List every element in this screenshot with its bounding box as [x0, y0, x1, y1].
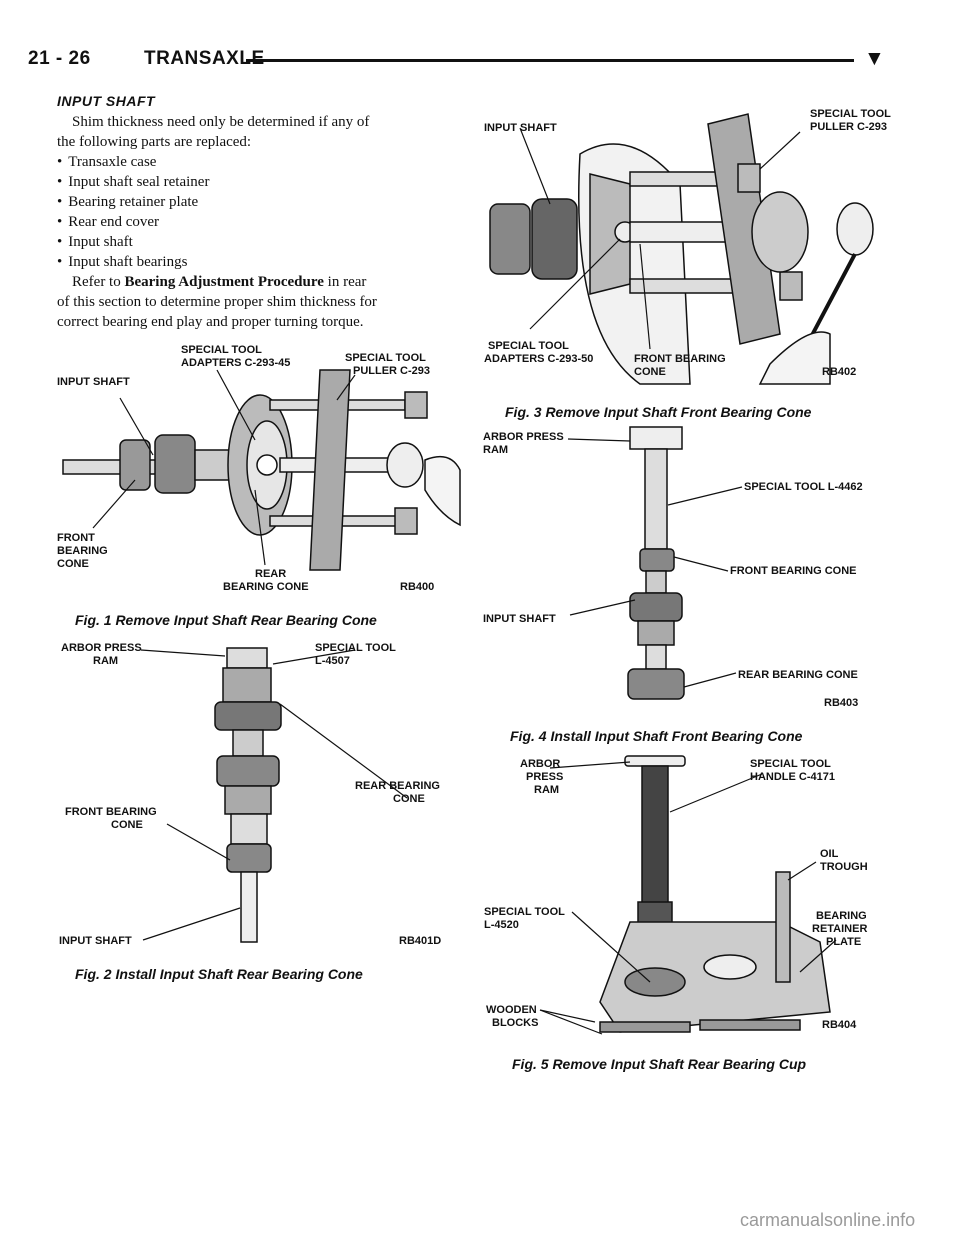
- refer-line: Refer to Bearing Adjustment Procedure in…: [72, 274, 367, 290]
- bullet-icon: •: [57, 194, 63, 210]
- label-rear: REAR: [255, 568, 287, 580]
- label-front-bearing: FRONT BEARING: [634, 353, 726, 365]
- label-oil-trough: TROUGH: [820, 861, 868, 873]
- figure-4: ARBOR PRESS RAM SPECIAL TOOL L-4462 FRON…: [480, 425, 905, 715]
- label-front: BEARING: [57, 545, 108, 557]
- label-special-tool: SPECIAL TOOL: [345, 352, 426, 364]
- figure-4-caption: Fig. 4 Install Input Shaft Front Bearing…: [510, 728, 803, 744]
- figure-1: INPUT SHAFT SPECIAL TOOL ADAPTERS C-293-…: [55, 340, 465, 600]
- label-ram: RAM: [534, 784, 560, 796]
- figure-5-illustration: [539, 755, 837, 1035]
- bullet-list: •Transaxle case •Input shaft seal retain…: [57, 152, 457, 272]
- section-heading: INPUT SHAFT: [57, 93, 156, 109]
- label-adapters: ADAPTERS C-293-45: [181, 357, 291, 369]
- label-front: FRONT: [57, 532, 95, 544]
- page-number: 21 - 26: [28, 48, 91, 69]
- label-bearing-retainer-plate: RETAINER: [812, 923, 868, 935]
- figure-code: RB404: [822, 1019, 857, 1031]
- label-arbor: ARBOR: [520, 758, 561, 770]
- figure-3: INPUT SHAFT SPECIAL TOOL PULLER C-293 SP…: [480, 84, 905, 394]
- refer-line: correct bearing end play and proper turn…: [57, 314, 364, 330]
- label-special-tool: SPECIAL TOOL: [750, 758, 831, 770]
- list-item: •Rear end cover: [57, 214, 160, 230]
- label-front: CONE: [57, 558, 89, 570]
- label-input-shaft: INPUT SHAFT: [57, 376, 130, 388]
- figure-5: ARBOR PRESS RAM SPECIAL TOOL HANDLE C-41…: [480, 752, 905, 1042]
- list-item: •Input shaft seal retainer: [57, 174, 210, 190]
- label-wooden-blocks: WOODEN: [486, 1004, 537, 1016]
- figure-code: RB402: [822, 366, 857, 378]
- figure-3-illustration: [489, 113, 874, 385]
- label-special-tool: SPECIAL TOOL: [181, 344, 262, 356]
- watermark: carmanualsonline.info: [740, 1210, 916, 1230]
- label-special-tool: SPECIAL TOOL L-4462: [744, 481, 863, 493]
- label-rear-bearing-cone: REAR BEARING CONE: [738, 669, 858, 681]
- bullet-icon: •: [57, 214, 63, 230]
- label-input-shaft: INPUT SHAFT: [483, 613, 556, 625]
- label-front-bearing: CONE: [111, 819, 143, 831]
- list-item: •Transaxle case: [57, 154, 157, 170]
- list-item: •Input shaft: [57, 234, 133, 250]
- list-item: •Input shaft bearings: [57, 254, 188, 270]
- label-puller: PULLER C-293: [353, 365, 431, 377]
- label-special-tool: SPECIAL TOOL: [810, 108, 891, 120]
- label-tool-number: L-4520: [484, 919, 519, 931]
- label-front-bearing: FRONT BEARING: [65, 806, 157, 818]
- figure-2-illustration: [140, 647, 408, 943]
- refer-line: of this section to determine proper shim…: [57, 294, 377, 310]
- label-ram: RAM: [93, 655, 119, 667]
- figure-code: RB401D: [399, 935, 442, 947]
- section-title: TRANSAXLE: [144, 48, 265, 69]
- figure-4-illustration: [567, 426, 743, 700]
- label-bearing-retainer-plate: BEARING: [816, 910, 867, 922]
- bullet-icon: •: [57, 254, 63, 270]
- label-oil-trough: OIL: [820, 848, 839, 860]
- label-bearing-retainer-plate: PLATE: [826, 936, 862, 948]
- figure-code: RB400: [400, 581, 435, 593]
- label-arbor-press: ARBOR PRESS: [483, 431, 564, 443]
- intro-line: Shim thickness need only be determined i…: [72, 114, 370, 130]
- header-mark-icon: ▼: [864, 47, 886, 70]
- figure-1-illustration: [62, 369, 461, 571]
- intro-line: the following parts are replaced:: [57, 134, 252, 150]
- article-text: Shim thickness need only be determined i…: [57, 112, 457, 332]
- label-tool-number: L-4507: [315, 655, 350, 667]
- figure-code: RB403: [824, 697, 859, 709]
- label-wooden-blocks: BLOCKS: [492, 1017, 539, 1029]
- label-special-tool: SPECIAL TOOL: [488, 340, 569, 352]
- label-input-shaft: INPUT SHAFT: [59, 935, 132, 947]
- label-puller: PULLER C-293: [810, 121, 888, 133]
- label-ram: RAM: [483, 444, 509, 456]
- label-special-tool: SPECIAL TOOL: [484, 906, 565, 918]
- label-adapters: ADAPTERS C-293-50: [484, 353, 594, 365]
- figure-2-caption: Fig. 2 Install Input Shaft Rear Bearing …: [75, 966, 363, 982]
- label-rear: BEARING CONE: [223, 581, 309, 593]
- label-rear-bearing: REAR BEARING: [355, 780, 440, 792]
- figure-1-caption: Fig. 1 Remove Input Shaft Rear Bearing C…: [75, 612, 377, 628]
- label-front-bearing: CONE: [634, 366, 666, 378]
- bullet-icon: •: [57, 234, 63, 250]
- figure-5-caption: Fig. 5 Remove Input Shaft Rear Bearing C…: [512, 1056, 807, 1072]
- label-press: PRESS: [526, 771, 564, 783]
- label-handle: HANDLE C-4171: [750, 771, 835, 783]
- label-arbor-press: ARBOR PRESS: [61, 642, 142, 654]
- label-input-shaft: INPUT SHAFT: [484, 122, 557, 134]
- list-item: •Bearing retainer plate: [57, 194, 199, 210]
- figure-3-caption: Fig. 3 Remove Input Shaft Front Bearing …: [505, 404, 812, 420]
- label-front-bearing-cone: FRONT BEARING CONE: [730, 565, 857, 577]
- label-special-tool: SPECIAL TOOL: [315, 642, 396, 654]
- bullet-icon: •: [57, 174, 63, 190]
- label-rear-bearing: CONE: [393, 793, 425, 805]
- figure-2: ARBOR PRESS RAM SPECIAL TOOL L-4507 REAR…: [55, 638, 465, 953]
- header-rule: [246, 59, 854, 62]
- bullet-icon: •: [57, 154, 63, 170]
